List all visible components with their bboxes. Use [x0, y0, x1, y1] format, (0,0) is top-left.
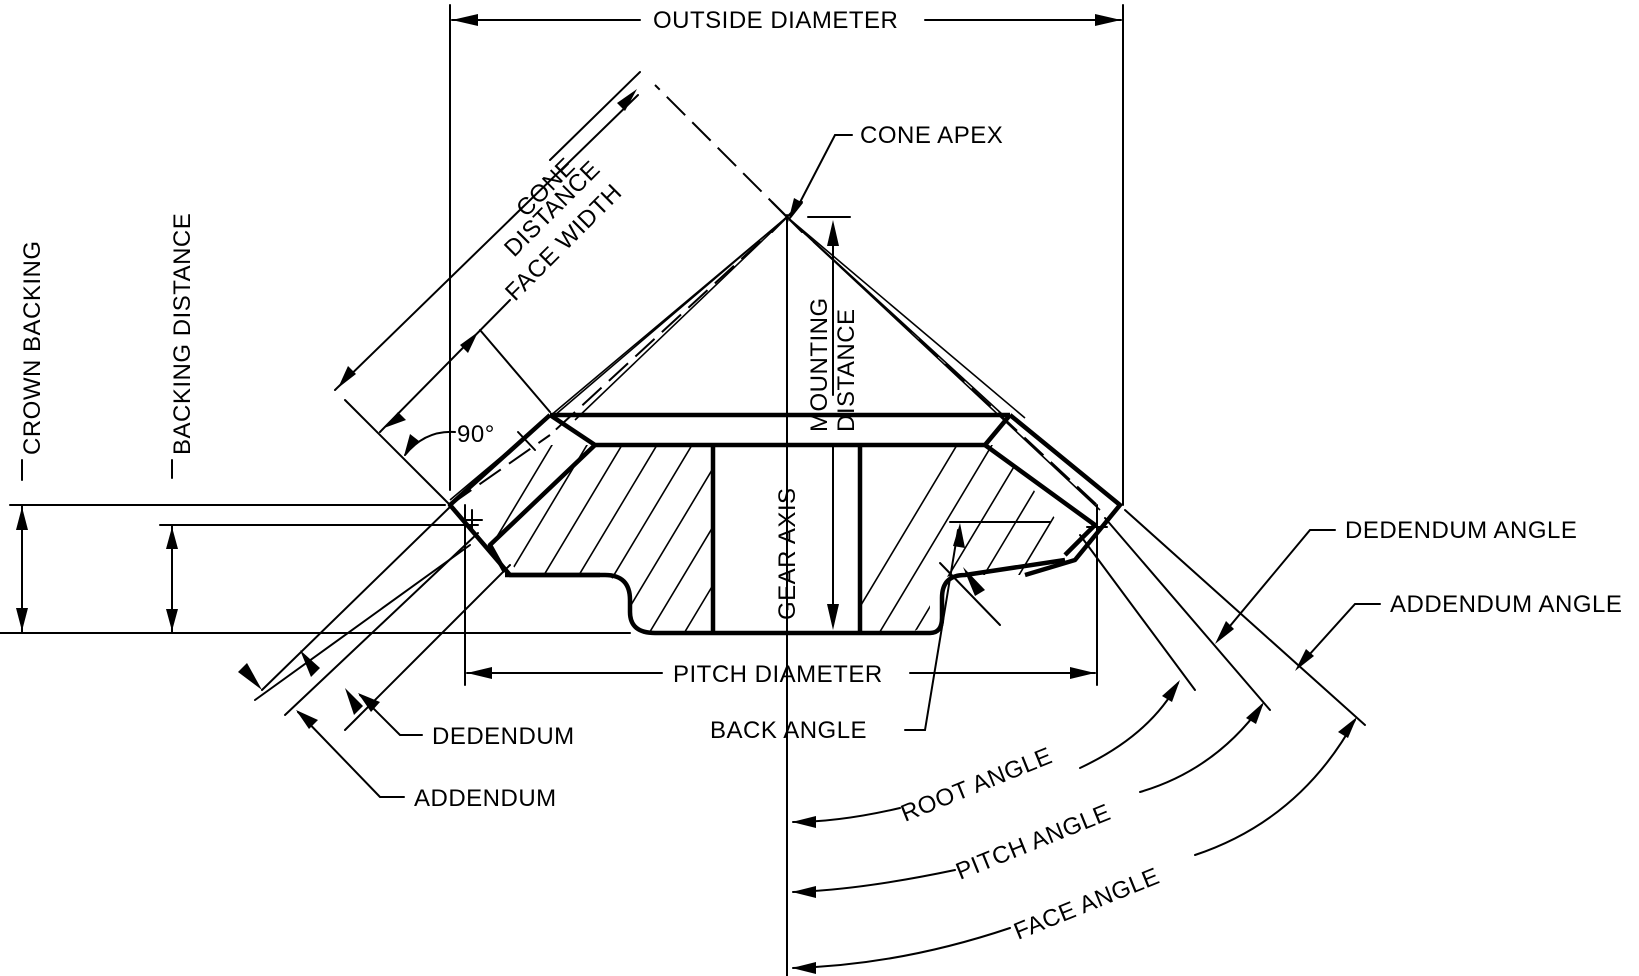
ninety-degree-callout: 90° — [404, 421, 536, 456]
cone-apex-callout: CONE APEX — [788, 122, 1003, 222]
backing-distance-dimension: BACKING DISTANCE — [159, 213, 479, 634]
back-angle-callout: BACK ANGLE — [710, 521, 1051, 744]
addendum-angle-label: ADDENDUM ANGLE — [1390, 591, 1622, 618]
mounting-label: MOUNTING — [806, 297, 833, 432]
addendum-angle-callout: ADDENDUM ANGLE — [1295, 591, 1622, 671]
cone-apex-label: CONE APEX — [860, 122, 1003, 149]
addendum-label: ADDENDUM — [414, 785, 557, 812]
back-cone-lines-right — [1079, 509, 1366, 726]
root-angle-arc: ROOT ANGLE — [792, 680, 1180, 828]
dedendum-angle-label: DEDENDUM ANGLE — [1345, 517, 1577, 544]
mounting-distance-label: DISTANCE — [833, 308, 860, 432]
gear-axis-line: GEAR AXIS — [774, 214, 801, 976]
crown-backing-label: CROWN BACKING — [19, 240, 46, 455]
crown-backing-dimension: CROWN BACKING — [0, 240, 631, 634]
back-cone-lines-left — [238, 434, 551, 731]
mounting-distance-dimension: MOUNTING DISTANCE — [806, 216, 860, 630]
pitch-diameter-label: PITCH DIAMETER — [673, 661, 883, 688]
root-angle-label: ROOT ANGLE — [897, 742, 1056, 827]
pitch-angle-label: PITCH ANGLE — [952, 799, 1114, 886]
dedendum-callout: DEDENDUM — [358, 693, 575, 750]
gear-axis-label: GEAR AXIS — [774, 487, 801, 620]
ninety-degree-label: 90° — [457, 421, 495, 448]
outside-diameter-label: OUTSIDE DIAMETER — [653, 7, 898, 34]
face-angle-arc: FACE ANGLE — [792, 717, 1357, 974]
dedendum-angle-callout: DEDENDUM ANGLE — [1215, 517, 1577, 644]
face-angle-label: FACE ANGLE — [1010, 863, 1163, 946]
backing-distance-label: BACKING DISTANCE — [169, 213, 196, 455]
outside-diameter-dimension: OUTSIDE DIAMETER — [449, 4, 1124, 506]
pitch-diameter-dimension: PITCH DIAMETER — [461, 504, 1108, 688]
back-angle-label: BACK ANGLE — [710, 717, 867, 744]
addendum-callout: ADDENDUM — [296, 710, 557, 812]
face-width-dimension: FACE WIDTH — [379, 179, 627, 433]
dedendum-label: DEDENDUM — [432, 723, 575, 750]
